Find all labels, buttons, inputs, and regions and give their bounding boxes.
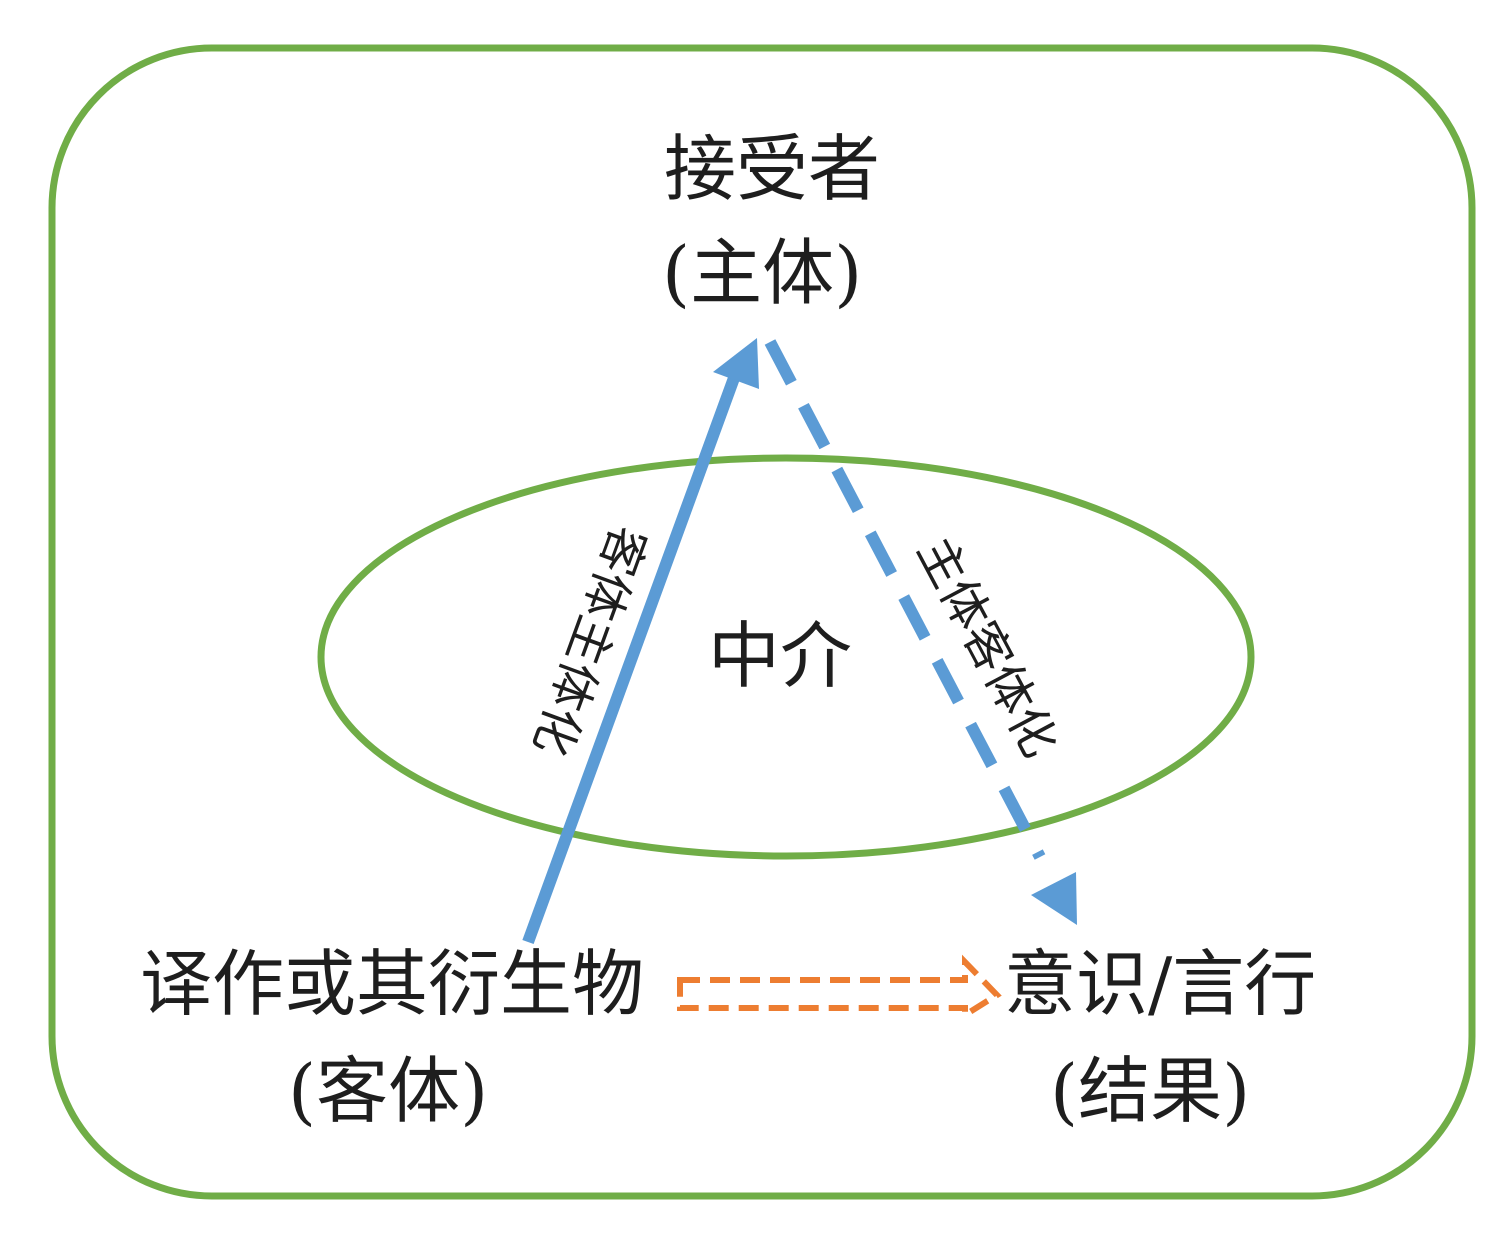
- mediation-ellipse: [317, 454, 1255, 860]
- result-title: 意识/言行: [1004, 942, 1317, 1026]
- receiver-title: 接受者: [664, 127, 881, 211]
- object-role: (客体): [288, 1049, 489, 1133]
- result-role: (结果): [1050, 1049, 1251, 1133]
- result-arrow: [677, 954, 1002, 1021]
- outer-frame: [48, 44, 1476, 1200]
- subjectification-arrow-head: [1031, 872, 1077, 925]
- mediation-title: 中介: [708, 614, 853, 698]
- subjectification-arrow-line: [764, 339, 1046, 860]
- object-title: 译作或其衍生物: [140, 942, 645, 1026]
- objectification-arrow-line: [522, 375, 740, 945]
- receiver-role: (主体): [662, 231, 863, 315]
- objectification-arrow-head: [713, 338, 759, 389]
